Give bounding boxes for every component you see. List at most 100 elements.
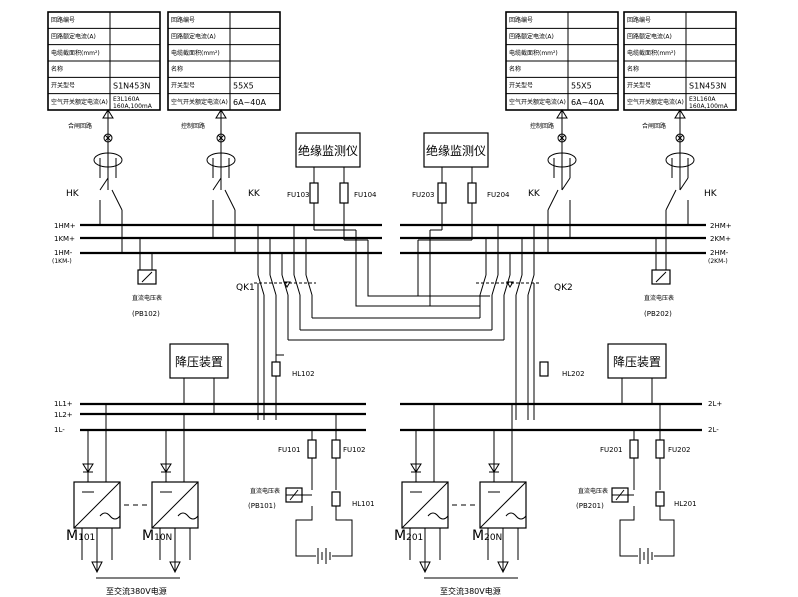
hl101-label: HL101	[352, 500, 375, 508]
table-row-value: S1N453N	[113, 81, 150, 90]
insulation-monitor-left: 绝缘监测仪	[295, 132, 361, 168]
fuse-fu104-label: FU104	[354, 191, 377, 199]
module-m201-label: M201	[394, 528, 423, 544]
insulation-monitor-label-right: 绝缘监测仪	[426, 143, 486, 158]
step-down-label-left: 降压装置	[175, 355, 223, 369]
battery-left	[295, 506, 353, 564]
table-row-label: 电缆截面积(mm²)	[171, 49, 220, 57]
pb201-title: 直流电压表	[578, 487, 608, 495]
voltmeter-pb102: 直流电压表 (PB102)	[132, 238, 162, 318]
pb201-label: (PB201)	[576, 502, 604, 510]
table-row-label: 空气开关额定电流(A)	[51, 98, 108, 106]
upper-buses: 1HM+ 1KM+ 1HM- (1KM-) 2HM+ 2KM+ 2HM- (2K…	[52, 222, 732, 265]
bus-2hm-minus-label: 2HM-	[710, 249, 729, 257]
fuse-fu202-label: FU202	[668, 446, 691, 454]
table-row-label: 回路编号	[509, 16, 533, 24]
qk2-label: QK2	[554, 283, 573, 293]
fuse-fu203-label: FU203	[412, 191, 435, 199]
fuse-fu103-label: FU103	[287, 191, 310, 199]
lower-buses: 1L1+ 1L2+ 1L- 2L+ 2L-	[54, 400, 722, 434]
bus-1hm-minus-label: 1HM-	[54, 249, 73, 257]
pb101-label: (PB101)	[248, 502, 276, 510]
bus-1l-minus-label: 1L-	[54, 426, 65, 434]
ac-source-labels: 至交流380V电源 至交流380V电源	[96, 577, 518, 596]
rectifier-modules	[73, 404, 527, 574]
hl102-label: HL102	[292, 370, 315, 378]
bus-1km-plus-label: 1KM+	[54, 235, 75, 243]
rectifier-module	[479, 404, 527, 574]
table-row-label: 回路编号	[627, 16, 651, 24]
crossover-wiring	[288, 229, 504, 341]
pb102-title: 直流电压表	[132, 294, 162, 302]
rectifier-module	[151, 414, 199, 574]
bus-2hm-plus-label: 2HM+	[710, 222, 732, 230]
module-m10n-label: M10N	[142, 528, 172, 544]
table-row-label: 名称	[171, 65, 183, 73]
hk-switch-label-right: HK	[704, 189, 718, 199]
table-row-label: 回路编号	[51, 16, 75, 24]
left-feeders: 合闸回路 HK 控制回路 KK	[66, 109, 261, 253]
step-down-label-right: 降压装置	[613, 355, 661, 369]
ac-source-label-left: 至交流380V电源	[106, 586, 167, 596]
table-row-label: 名称	[509, 65, 521, 73]
table-row-value: 55X5	[233, 81, 254, 90]
table-row-value: 55X5	[571, 81, 592, 90]
table-row-label: 空气开关额定电流(A)	[509, 98, 566, 106]
fuse-fu204-label: FU204	[487, 191, 510, 199]
hk-switch-label-left: HK	[66, 189, 80, 199]
table-row-label: 回路编号	[171, 16, 195, 24]
bus-2l-minus-label: 2L-	[708, 426, 719, 434]
table-row-label: 名称	[51, 65, 63, 73]
table-row-label: 电缆截面积(mm²)	[509, 49, 558, 57]
bus-1km-minus-label: (1KM-)	[52, 258, 72, 265]
table-row-label: 开关型号	[509, 81, 533, 89]
qk1-label: QK1	[236, 283, 255, 293]
hl202-label: HL202	[562, 370, 585, 378]
kk-switch-label-right: KK	[528, 189, 541, 199]
table-row-label: 回路额定电流(A)	[51, 32, 96, 40]
indicator-hl102: HL102	[271, 354, 315, 378]
bus-1hm-plus-label: 1HM+	[54, 222, 76, 230]
bus-1l2-plus-label: 1L2+	[54, 411, 73, 419]
table-row-value: 6A~40A	[233, 98, 266, 107]
table-row-label: 名称	[627, 65, 639, 73]
right-feeders: 控制回路 KK 合闸回路 HK	[528, 109, 718, 253]
pb202-title: 直流电压表	[644, 294, 674, 302]
bus-2km-plus-label: 2KM+	[710, 235, 731, 243]
indicator-hl201: HL201	[655, 491, 697, 508]
table-row-value: 6A~40A	[571, 98, 604, 107]
ac-source-label-right: 至交流380V电源	[440, 586, 501, 596]
rectifier-module	[73, 404, 121, 574]
voltmeter-pb101: 直流电压表 (PB101)	[248, 487, 312, 510]
table-row-label: 开关型号	[171, 81, 195, 89]
voltmeter-pb202: 直流电压表 (PB202)	[644, 238, 674, 318]
battery-right	[619, 506, 675, 564]
table-row-label: 空气开关额定电流(A)	[171, 98, 228, 106]
table-row-label: 开关型号	[51, 81, 75, 89]
table-row-label: 空气开关额定电流(A)	[627, 98, 684, 106]
table-row-value: S1N453N	[689, 81, 726, 90]
indicator-hl101: HL101	[331, 491, 375, 508]
indicator-hl202: HL202	[539, 361, 585, 378]
insulation-monitor-label-left: 绝缘监测仪	[298, 143, 358, 158]
qk1-switch: QK1	[236, 225, 316, 420]
step-down-device-left: 降压装置	[169, 343, 229, 414]
table-row-label: 开关型号	[627, 81, 651, 89]
table-row-label: 回路额定电流(A)	[509, 32, 554, 40]
rectifier-module	[401, 404, 449, 574]
voltmeter-pb201: 直流电压表 (PB201)	[576, 487, 634, 510]
close-circuit-label-right: 合闸回路	[642, 122, 666, 130]
control-circuit-label-left: 控制回路	[181, 122, 205, 130]
pb102-label: (PB102)	[132, 310, 160, 318]
table-row-label: 回路额定电流(A)	[171, 32, 216, 40]
table-row-label: 电缆截面积(mm²)	[51, 49, 100, 57]
bus-1l1-plus-label: 1L1+	[54, 400, 73, 408]
module-m101-label: M101	[66, 528, 95, 544]
module-labels: M101 M10N M201 M20N	[66, 528, 502, 544]
pb202-label: (PB202)	[644, 310, 672, 318]
